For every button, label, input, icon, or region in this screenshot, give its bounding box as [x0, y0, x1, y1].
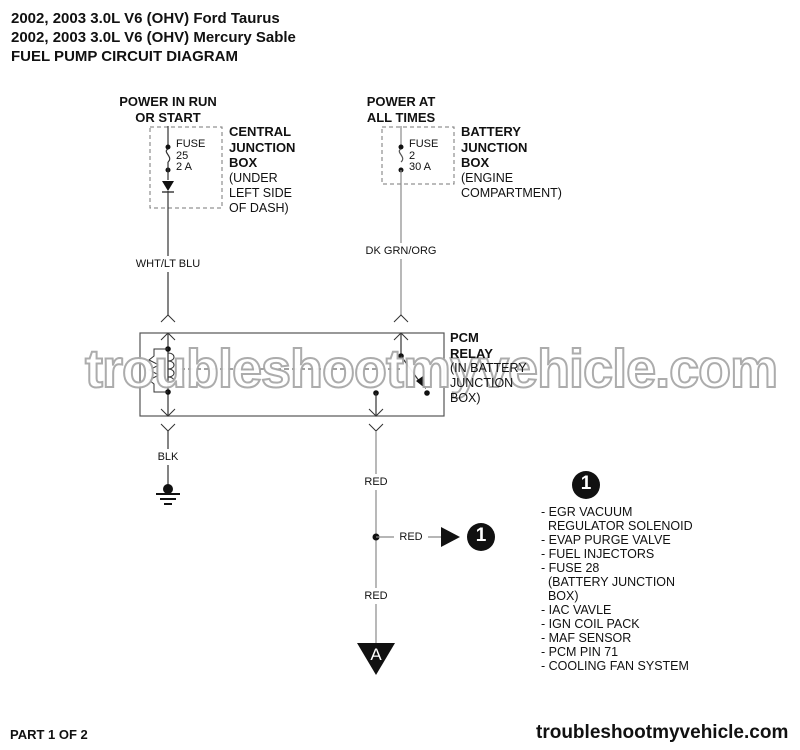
- resistor-icon: [147, 348, 168, 393]
- wire-label-red-1: RED: [356, 474, 396, 490]
- legend-item: - COOLING FAN SYSTEM: [541, 659, 689, 673]
- legend-list: - EGR VACUUM REGULATOR SOLENOID - EVAP P…: [541, 505, 693, 673]
- legend-item: BOX): [541, 589, 579, 603]
- coil-icon: [167, 352, 175, 386]
- diagram-title: 2002, 2003 3.0L V6 (OHV) Ford Taurus 200…: [11, 9, 296, 66]
- continuation-a-triangle: [357, 643, 395, 675]
- left-power-label: POWER IN RUN OR START: [119, 94, 217, 125]
- legend-item: (BATTERY JUNCTION: [541, 575, 676, 589]
- pcm-relay-box: [139, 332, 445, 417]
- wire-label-wht-lt-blu: WHT/LT BLU: [118, 256, 218, 272]
- pcm-relay-label: PCM RELAY (IN BATTERY JUNCTION BOX): [450, 330, 527, 405]
- branch-marker-circle: [467, 523, 495, 551]
- fuse-2-label: FUSE 2 30 A: [409, 138, 439, 173]
- right-power-label: POWER AT ALL TIMES: [366, 94, 436, 125]
- branch-arrow-icon: [441, 527, 460, 547]
- wire-label-dk-grn-org: DK GRN/ORG: [351, 243, 451, 259]
- fuse-25-icon: [165, 148, 171, 163]
- fuse-25-label: FUSE 25 2 A: [176, 138, 206, 173]
- wire-label-blk: BLK: [148, 449, 188, 465]
- wire-label-red-2: RED: [356, 588, 396, 604]
- part-indicator: PART 1 OF 2: [10, 727, 88, 742]
- legend-marker-number: 1: [580, 473, 592, 494]
- ground-splice-dot: [163, 484, 173, 494]
- legend-marker-circle: [572, 471, 600, 499]
- title-line-1: 2002, 2003 3.0L V6 (OHV) Ford Taurus: [11, 10, 280, 27]
- legend-item: REGULATOR SOLENOID: [541, 519, 693, 533]
- continuation-a-label: A: [370, 645, 382, 664]
- title-line-3: FUEL PUMP CIRCUIT DIAGRAM: [11, 48, 238, 65]
- wire-label-red-branch: RED: [394, 529, 428, 545]
- legend-item: - EGR VACUUM: [541, 505, 633, 519]
- central-junction-box-outline: [149, 126, 223, 209]
- diode-icon: [162, 181, 174, 191]
- legend-item: - IGN COIL PACK: [541, 617, 640, 631]
- fuse-terminal-dot: [165, 144, 171, 150]
- fuse-2-icon: [398, 148, 404, 163]
- branch-marker-number: 1: [475, 525, 487, 546]
- legend-item: - EVAP PURGE VALVE: [541, 533, 671, 547]
- legend-item: - FUSE 28: [541, 561, 600, 575]
- watermark: troubleshootmyvehicle.com: [84, 338, 779, 400]
- legend-item: - MAF SENSOR: [541, 631, 632, 645]
- battery-junction-box-outline: [381, 126, 455, 185]
- legend-item: - IAC VAVLE: [541, 603, 612, 617]
- central-junction-box-label: CENTRAL JUNCTION BOX (UNDER LEFT SIDE OF…: [229, 124, 296, 215]
- title-line-2: 2002, 2003 3.0L V6 (OHV) Mercury Sable: [11, 29, 296, 46]
- legend-item: - FUEL INJECTORS: [541, 547, 655, 561]
- battery-junction-box-label: BATTERY JUNCTION BOX (ENGINE COMPARTMENT…: [461, 124, 562, 200]
- legend-item: - PCM PIN 71: [541, 645, 619, 659]
- site-credit: troubleshootmyvehicle.com: [536, 722, 789, 743]
